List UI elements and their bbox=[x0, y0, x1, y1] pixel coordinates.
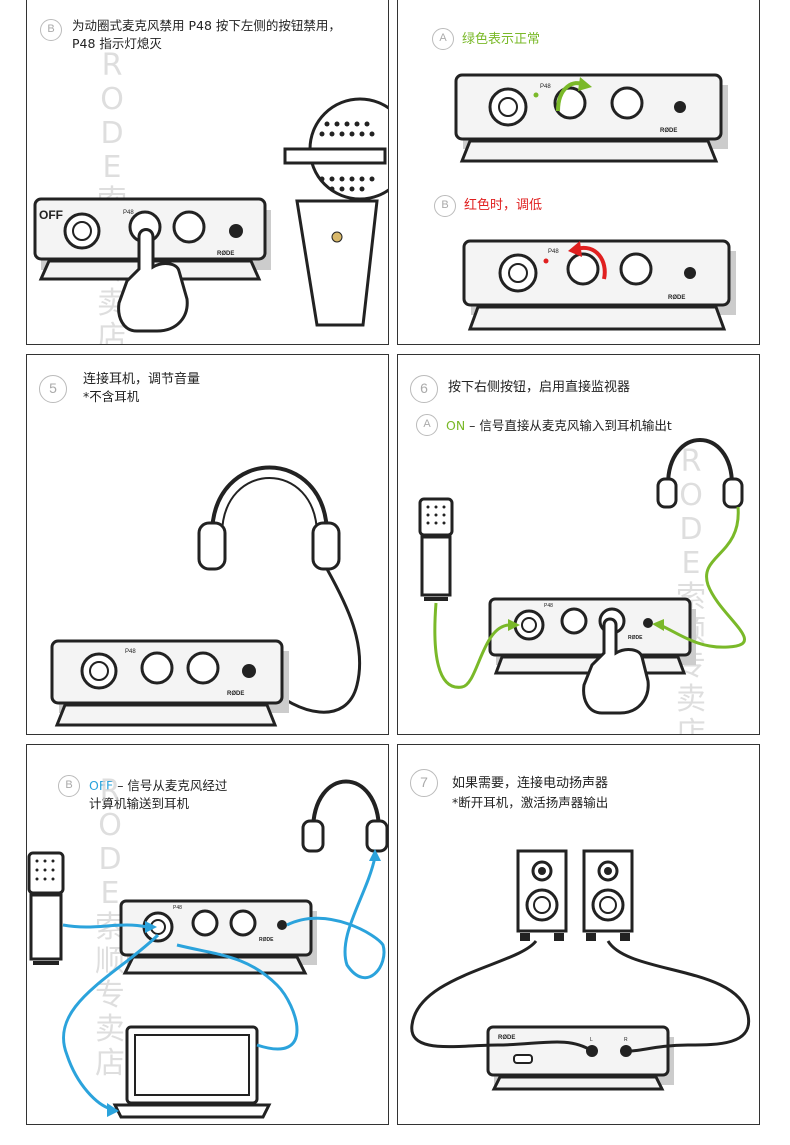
right-output-label: R bbox=[624, 1037, 628, 1043]
svg-text:P48: P48 bbox=[548, 249, 559, 255]
instruction-line-1: 为动圈式麦克风禁用 P48 按下左侧的按钮禁用， bbox=[72, 18, 341, 33]
label-red-lower: 红色时，调低 bbox=[464, 198, 543, 213]
off-label: OFF bbox=[89, 778, 114, 793]
step-badge-b: B bbox=[434, 195, 456, 217]
off-text: – 信号从麦克风经过 bbox=[113, 778, 228, 793]
on-label: ON bbox=[446, 418, 466, 433]
svg-text:RØDE: RØDE bbox=[498, 1035, 515, 1041]
off-description: OFF – 信号从麦克风经过 bbox=[89, 777, 227, 794]
label-green-normal: 绿色表示正常 bbox=[462, 32, 541, 47]
instruction-line-1: 连接耳机，调节音量 bbox=[83, 372, 201, 387]
left-output-label: L bbox=[590, 1037, 593, 1043]
svg-text:RØDE: RØDE bbox=[628, 635, 643, 641]
instruction-line-2: *断开耳机，激活扬声器输出 bbox=[452, 795, 609, 810]
headphones-connection-illustration: P48 RØDE bbox=[50, 465, 362, 727]
step-badge-5: 5 bbox=[39, 375, 67, 403]
svg-text:RØDE: RØDE bbox=[227, 691, 244, 697]
svg-text:P48: P48 bbox=[544, 603, 553, 609]
on-description: ON – 信号直接从麦克风输入到耳机输出t bbox=[446, 417, 672, 434]
svg-text:P48: P48 bbox=[125, 649, 136, 655]
interface-with-dynamic-mic-illustration: OFF P48 RØDE bbox=[33, 97, 388, 333]
svg-text:P48: P48 bbox=[123, 210, 134, 216]
svg-text:P48: P48 bbox=[173, 905, 182, 911]
step-badge-7: 7 bbox=[410, 769, 438, 797]
off-description-line-2: 计算机输送到耳机 bbox=[89, 796, 190, 811]
step-badge-a: A bbox=[432, 28, 454, 50]
panel-direct-monitor-on: 6 按下右侧按钮，启用直接监视器 A ON – 信号直接从麦克风输入到耳机输出t… bbox=[397, 354, 760, 735]
svg-text:P48: P48 bbox=[540, 84, 551, 90]
instruction-line-1: 如果需要，连接电动扬声器 bbox=[452, 776, 609, 791]
interface-gain-knob-illustration: P48 RØDE P48 RØDE bbox=[454, 73, 736, 331]
instruction-title: 按下右侧按钮，启用直接监视器 bbox=[448, 380, 631, 395]
panel-speakers: 7 如果需要，连接电动扬声器 *断开耳机，激活扬声器输出 RØDE L R bbox=[397, 744, 760, 1125]
off-label: OFF bbox=[39, 208, 63, 222]
svg-text:RØDE: RØDE bbox=[259, 937, 274, 943]
computer-monitoring-illustration: P48 RØDE bbox=[27, 779, 388, 1119]
panel-gain-indicator: A 绿色表示正常 B 红色时，调低 P48 RØDE P48 RØDE bbox=[397, 0, 760, 345]
step-badge-b: B bbox=[58, 775, 80, 797]
on-text: – 信号直接从麦克风输入到耳机输出t bbox=[465, 418, 672, 433]
step-badge-a: A bbox=[416, 414, 438, 436]
svg-text:RØDE: RØDE bbox=[668, 295, 685, 301]
powered-speakers-illustration: RØDE L R bbox=[410, 849, 751, 1091]
direct-monitor-illustration: P48 RØDE bbox=[418, 438, 746, 715]
instruction-line-2: P48 指示灯熄灭 bbox=[72, 36, 162, 51]
panel-connect-headphones: 5 连接耳机，调节音量 *不含耳机 P48 RØDE bbox=[26, 354, 389, 735]
svg-text:RØDE: RØDE bbox=[217, 251, 234, 257]
step-badge-6: 6 bbox=[410, 375, 438, 403]
instruction-line-2: *不含耳机 bbox=[83, 389, 140, 404]
svg-text:RØDE: RØDE bbox=[660, 128, 677, 134]
step-badge-b: B bbox=[40, 19, 62, 41]
